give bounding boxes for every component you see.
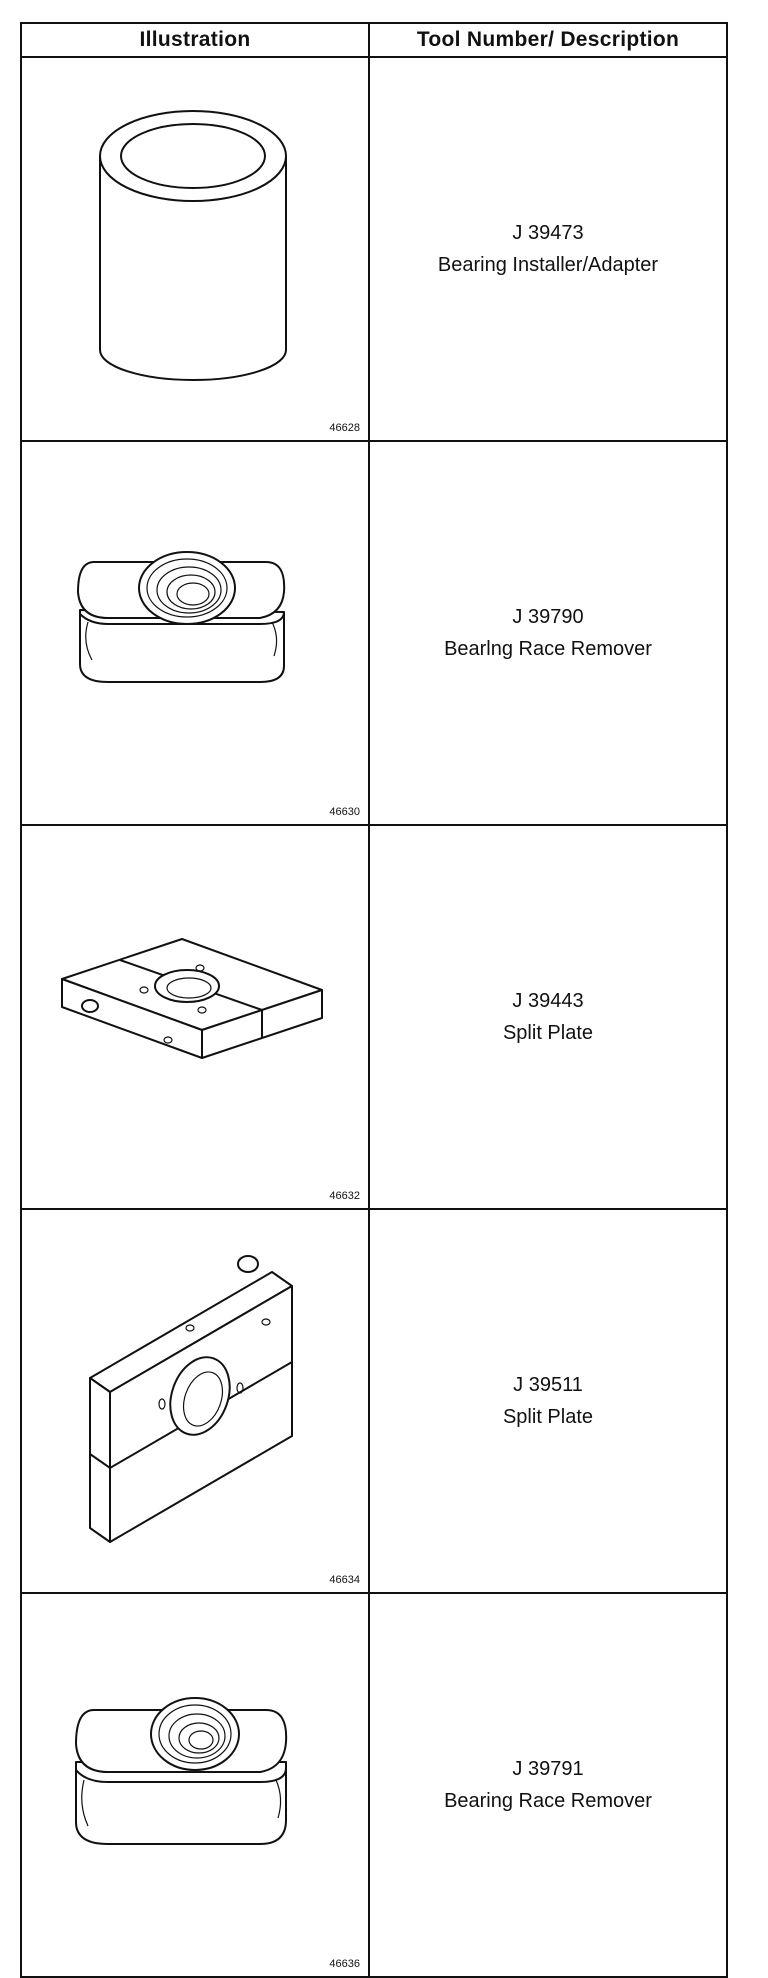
table-header-row: Illustration Tool Number/ Description	[20, 22, 728, 58]
tool-number: J 39790	[512, 606, 584, 628]
threaded-block-icon	[75, 1697, 288, 1845]
description-cell: J 39790 Bearlng Race Remover	[368, 440, 728, 826]
table-row: 46636 J 39791 Bearing Race Remover	[20, 1592, 728, 1978]
figure-number: 46628	[329, 422, 360, 434]
description-cell: J 39511 Split Plate	[368, 1208, 728, 1594]
description-cell: J 39473 Bearing Installer/Adapter	[368, 56, 728, 442]
figure-number: 46630	[329, 806, 360, 818]
tool-number: J 39443	[512, 990, 584, 1012]
tool-description: Split Plate	[502, 1406, 594, 1428]
figure-number: 46634	[329, 1574, 360, 1586]
header-description: Tool Number/ Description	[368, 22, 728, 58]
illustration-cell: 46636	[20, 1592, 370, 1978]
description-cell: J 39791 Bearing Race Remover	[368, 1592, 728, 1978]
illustration-cell: 46634	[20, 1208, 370, 1594]
split-plate-icon	[89, 1255, 293, 1543]
table-row: 46630 J 39790 Bearlng Race Remover	[20, 440, 728, 826]
illustration-cell: 46632	[20, 824, 370, 1210]
table-row: 46632 J 39443 Split Plate	[20, 824, 728, 1210]
cylinder-sleeve-icon	[99, 110, 287, 381]
tool-table: Illustration Tool Number/ Description 46…	[20, 22, 728, 1978]
split-plate-icon	[61, 938, 323, 1059]
threaded-block-icon	[77, 551, 286, 683]
header-illustration: Illustration	[20, 22, 370, 58]
figure-number: 46632	[329, 1190, 360, 1202]
figure-number: 46636	[329, 1958, 360, 1970]
tool-number: J 39473	[512, 222, 584, 244]
illustration-cell: 46630	[20, 440, 370, 826]
description-cell: J 39443 Split Plate	[368, 824, 728, 1210]
tool-description: Bearlng Race Remover	[444, 638, 652, 660]
table-row: 46634 J 39511 Split Plate	[20, 1208, 728, 1594]
tool-description: Bearing Race Remover	[444, 1790, 652, 1812]
tool-number: J 39511	[513, 1374, 583, 1396]
tool-number: J 39791	[512, 1758, 584, 1780]
tool-description: Split Plate	[502, 1022, 594, 1044]
table-row: 46628 J 39473 Bearing Installer/Adapter	[20, 56, 728, 442]
illustration-cell: 46628	[20, 56, 370, 442]
tool-description: Bearing Installer/Adapter	[437, 254, 659, 276]
